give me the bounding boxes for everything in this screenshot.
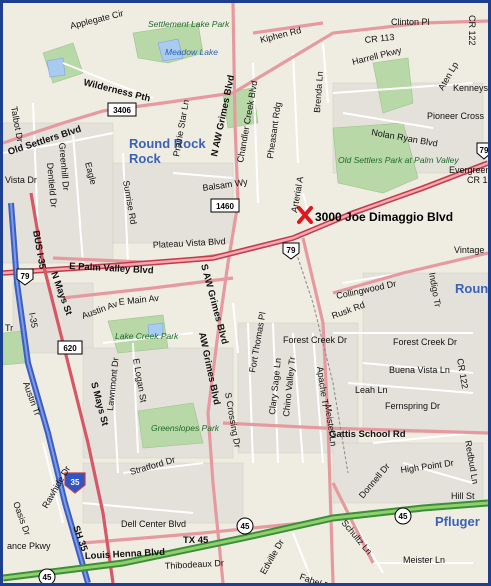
arterial-roads [3, 3, 488, 583]
street-label: Tr [5, 323, 13, 333]
city-label-round-rock: Round Rock [129, 136, 206, 151]
street-label: Forest Creek Dr [393, 337, 457, 347]
railroad [292, 242, 349, 474]
svg-text:3406: 3406 [113, 106, 131, 115]
street-label: Hill St [451, 491, 475, 501]
svg-text:1460: 1460 [216, 202, 234, 211]
street-label: Meister Ln [403, 555, 445, 565]
street-map[interactable]: 3406 1460 79 79 620 35 45 45 45 79 3000 … [3, 3, 488, 583]
street-label: Vista Dr [5, 175, 37, 185]
street-label: ance Pkwy [7, 541, 51, 551]
street-label: Vintage [454, 245, 484, 255]
business-i35 [29, 192, 115, 583]
interstate-35 [8, 202, 91, 583]
svg-text:79: 79 [480, 146, 488, 155]
svg-text:45: 45 [43, 573, 52, 582]
street-label: CR 113 [364, 32, 395, 45]
tx-45 [3, 499, 488, 582]
svg-text:45: 45 [241, 522, 250, 531]
target-location-marker[interactable]: 3000 Joe Dimaggio Blvd [297, 206, 453, 224]
street-label: Buena Vista Ln [389, 365, 450, 375]
street-label: CR 122 [467, 15, 477, 46]
park-label-lake-creek: Lake Creek Park [115, 331, 179, 341]
city-label-pfluger: Pfluger [435, 514, 480, 529]
shield-3406[interactable]: 3406 [107, 102, 137, 117]
shield-1460[interactable]: 1460 [210, 198, 240, 213]
svg-text:35: 35 [71, 478, 80, 487]
street-label: Fabel Dr [298, 571, 334, 583]
svg-text:620: 620 [63, 344, 77, 353]
street-label: Thibodeaux Dr [165, 558, 224, 571]
street-label: Clinton Pl [391, 17, 430, 27]
street-label: Louis Henna Blvd [85, 547, 166, 562]
water-label-meadow-lake: Meadow Lake [165, 47, 218, 57]
street-label: CR 12 [467, 175, 488, 185]
street-label: Dell Center Blvd [121, 519, 186, 529]
shield-us-79-east[interactable]: 79 [476, 142, 488, 160]
svg-text:45: 45 [399, 512, 408, 521]
shield-us-79-center[interactable]: 79 [282, 242, 300, 260]
park-label-old-settlers: Old Settlers Park at Palm Valley [338, 155, 459, 165]
street-label: Kenneys [453, 83, 488, 93]
shield-tx-45-east[interactable]: 45 [394, 507, 412, 525]
shield-tx-45-west[interactable]: 45 [38, 568, 56, 583]
water-bodies [46, 38, 184, 338]
street-label: Greenhill Dr [57, 142, 71, 191]
street-label: Forest Creek Dr [283, 335, 347, 345]
highway-us-79 [3, 160, 488, 276]
street-label: Dentield Dr [45, 162, 59, 208]
street-label: Plateau Vista Blvd [153, 236, 226, 250]
park-label-settlement-lake: Settlement Lake Park [148, 19, 230, 29]
minor-streets [3, 42, 474, 583]
shield-i-35[interactable]: 35 [64, 472, 86, 494]
street-label: Leah Ln [355, 385, 388, 395]
street-label: E Main Av [118, 293, 160, 307]
shield-us-79-west[interactable]: 79 [16, 268, 34, 286]
svg-text:79: 79 [21, 272, 30, 281]
street-label: Evergreen [449, 165, 488, 175]
street-label: TX 45 [183, 535, 209, 546]
street-label: E Palm Valley Blvd [69, 261, 154, 276]
svg-text:79: 79 [287, 246, 296, 255]
city-label-round-rock-east: Round Rock [455, 281, 488, 296]
shield-tx-45-center[interactable]: 45 [236, 517, 254, 535]
park-label-greenslopes: Greenslopes Park [151, 423, 220, 433]
street-label: Gattis School Rd [329, 429, 406, 440]
street-label: Brenda Ln [312, 71, 325, 113]
city-label-rock: Rock [129, 151, 162, 166]
street-label: Pioneer Cross [427, 111, 485, 121]
shield-620[interactable]: 620 [57, 340, 83, 355]
street-label: I-35 [27, 312, 40, 329]
target-address-label: 3000 Joe Dimaggio Blvd [315, 210, 453, 224]
parks [3, 22, 419, 449]
street-label: Fernspring Dr [385, 401, 440, 411]
